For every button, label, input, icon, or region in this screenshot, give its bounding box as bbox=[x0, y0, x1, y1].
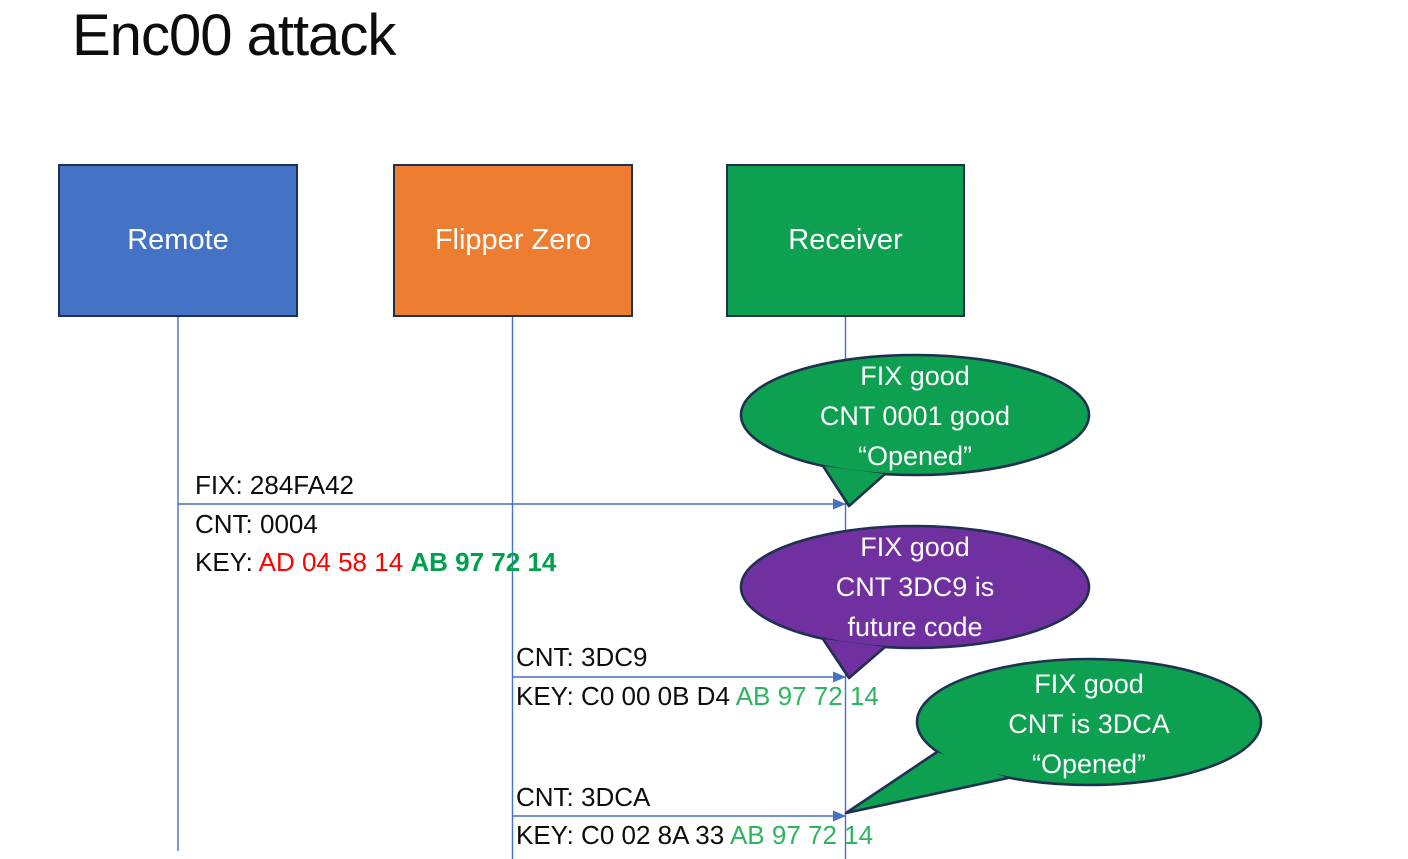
message-2-key: KEY: C0 00 0B D4 AB 97 72 14 bbox=[516, 681, 879, 712]
actor-label-receiver: Receiver bbox=[788, 224, 903, 256]
actor-label-remote: Remote bbox=[127, 224, 229, 256]
message-1-cnt: CNT: 0004 bbox=[195, 509, 318, 539]
actor-box-receiver: Receiver bbox=[726, 164, 965, 317]
actor-label-flipper-zero: Flipper Zero bbox=[434, 224, 592, 256]
callout-1-bubble bbox=[739, 353, 1091, 477]
callout-2-line-3: future code bbox=[847, 612, 983, 642]
message-2-cnt: CNT: 3DC9 bbox=[516, 642, 648, 672]
callout-3-line-1: FIX good bbox=[1034, 669, 1144, 699]
message-1-fix: FIX: 284FA42 bbox=[195, 470, 354, 500]
callout-1-text: FIX good CNT 0001 good “Opened” bbox=[741, 357, 1089, 475]
message-2-key-label: KEY: C0 00 0B D4 bbox=[516, 681, 736, 711]
callout-2-line-1: FIX good bbox=[860, 532, 970, 562]
message-3-cnt: CNT: 3DCA bbox=[516, 782, 651, 812]
message-1-key-red-part: AD 04 58 14 bbox=[258, 547, 411, 577]
actor-box-remote: Remote bbox=[58, 164, 298, 317]
page-title: Enc00 attack bbox=[72, 3, 396, 68]
message-3-key-green-part: AB 97 72 14 bbox=[729, 820, 874, 850]
callout-2-text: FIX good CNT 3DC9 is future code bbox=[741, 527, 1089, 647]
callout-1-line-2: CNT 0001 good bbox=[819, 401, 1011, 431]
callout-3-line-3: “Opened” bbox=[1031, 749, 1147, 779]
actor-box-flipper-zero: Flipper Zero bbox=[393, 164, 633, 317]
callout-2-line-2: CNT 3DC9 is bbox=[835, 572, 995, 602]
callout-2-tail bbox=[821, 637, 887, 680]
callout-3-text: FIX good CNT is 3DCA “Opened” bbox=[915, 662, 1263, 786]
message-3-key: KEY: C0 02 8A 33 AB 97 72 14 bbox=[516, 820, 873, 851]
callout-1-line-3: “Opened” bbox=[857, 441, 973, 471]
callout-1-tail bbox=[821, 464, 887, 508]
message-1-key-green-part: AB 97 72 14 bbox=[410, 547, 557, 577]
callout-3-bubble bbox=[915, 657, 1263, 787]
callout-3-tail bbox=[844, 750, 1010, 815]
callout-2-bubble bbox=[739, 524, 1091, 650]
message-1-key: KEY: AD 04 58 14 AB 97 72 14 bbox=[195, 547, 556, 578]
message-1-key-label: KEY: bbox=[195, 547, 259, 577]
message-2-key-green-part: AB 97 72 14 bbox=[735, 681, 879, 711]
message-3-key-label: KEY: C0 02 8A 33 bbox=[516, 820, 730, 850]
callout-3-line-2: CNT is 3DCA bbox=[1008, 709, 1170, 739]
callout-1-line-1: FIX good bbox=[860, 361, 970, 391]
